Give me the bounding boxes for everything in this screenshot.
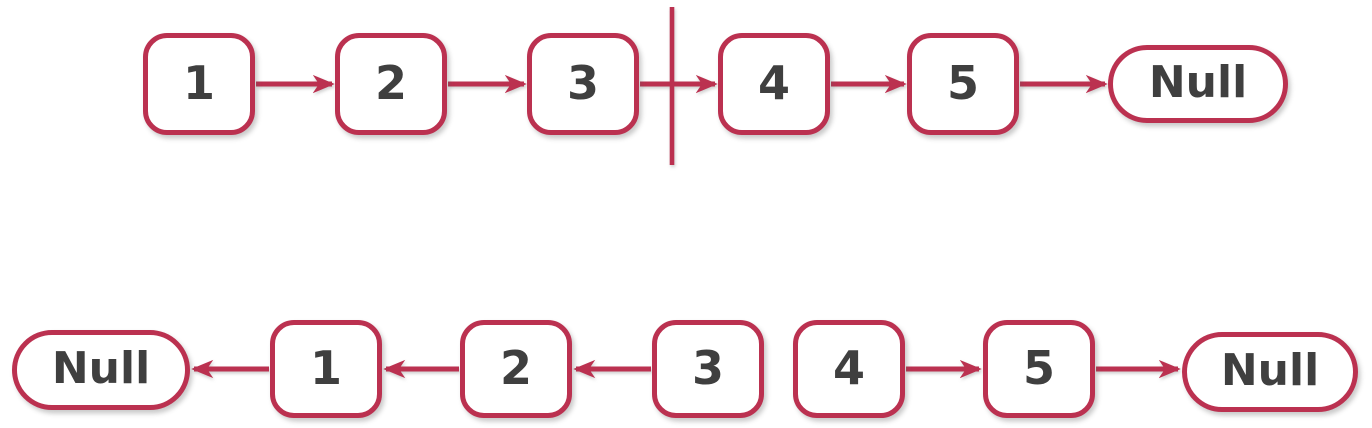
bottom-node-5: 5 [983,320,1095,418]
top-node-null: Null [1108,45,1288,123]
bottom-node-4: 4 [793,320,905,418]
node-label: Null [1148,57,1248,108]
node-label: 3 [566,56,599,110]
node-label: Null [51,343,151,394]
top-node-1: 1 [143,33,255,135]
bottom-node-null-right: Null [1182,332,1358,412]
node-label: 1 [182,56,215,110]
bottom-node-2: 2 [460,320,572,418]
node-label: Null [1220,345,1320,396]
bottom-node-3: 3 [652,320,764,418]
node-label: 4 [757,56,790,110]
node-label: 5 [1022,341,1055,395]
bottom-node-1: 1 [270,320,382,418]
node-label: 5 [946,56,979,110]
bottom-node-null-left: Null [12,330,190,410]
top-node-4: 4 [718,33,830,135]
node-label: 2 [499,341,532,395]
top-node-3: 3 [527,33,639,135]
top-node-5: 5 [907,33,1019,135]
node-label: 4 [832,341,865,395]
node-label: 2 [374,56,407,110]
node-label: 3 [691,341,724,395]
top-node-2: 2 [335,33,447,135]
node-label: 1 [309,341,342,395]
